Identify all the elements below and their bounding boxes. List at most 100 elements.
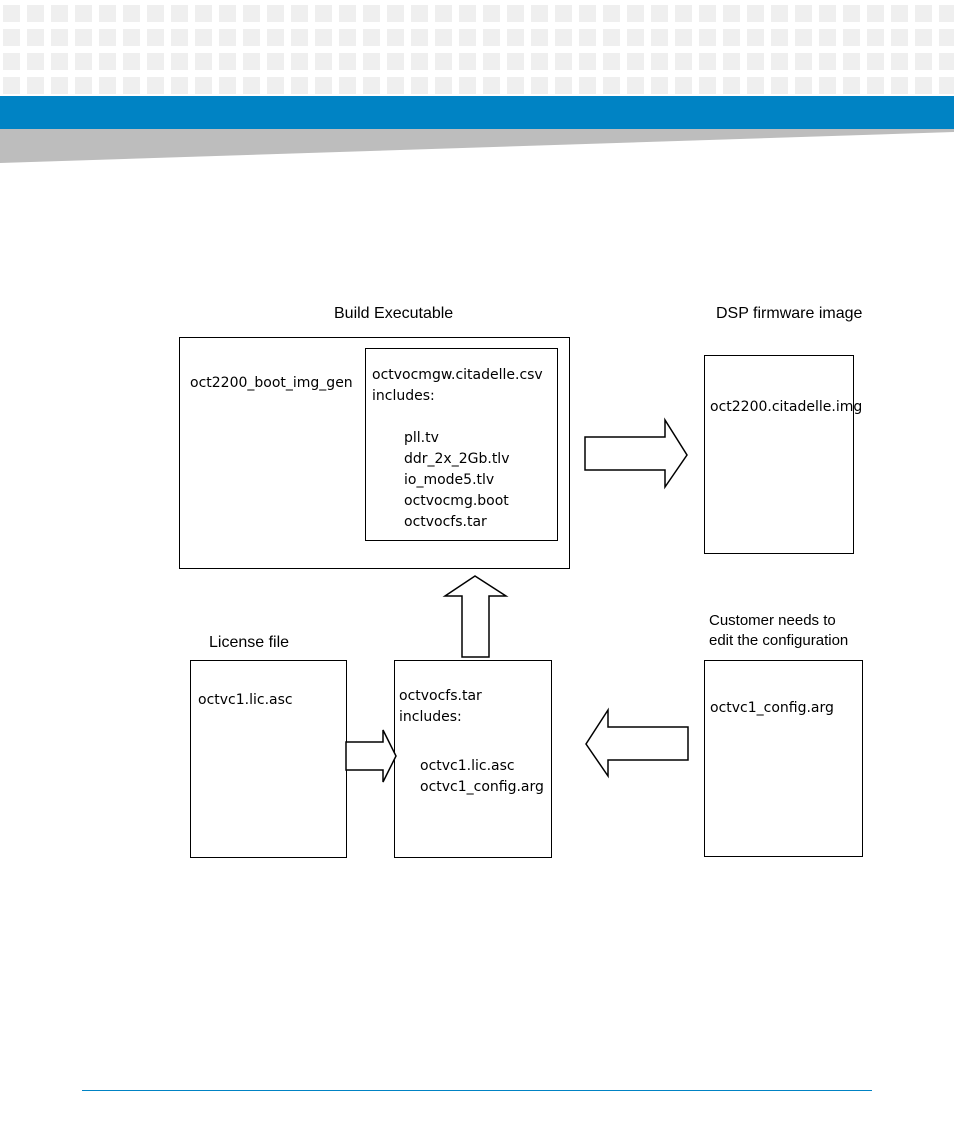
pattern-square [483,5,500,22]
pattern-square [555,5,572,22]
pattern-square [291,77,308,94]
pattern-square [723,5,740,22]
pattern-square [75,29,92,46]
pattern-square [747,5,764,22]
pattern-square [939,29,954,46]
pattern-square [723,29,740,46]
pattern-square [123,5,140,22]
csv-inner-box [365,348,558,541]
pattern-square [387,53,404,70]
pattern-square [675,77,692,94]
pattern-square [219,53,236,70]
header-square-pattern [3,5,954,94]
pattern-square [843,29,860,46]
pattern-square [411,29,428,46]
pattern-square [555,53,572,70]
pattern-square [411,53,428,70]
pattern-square [651,5,668,22]
csv-item: octvocmg.boot [404,493,509,509]
pattern-square [819,5,836,22]
pattern-square [243,5,260,22]
license-file-box [190,660,347,858]
pattern-square [699,53,716,70]
csv-item: pll.tv [404,430,439,446]
pattern-square [219,77,236,94]
pattern-square [195,53,212,70]
pattern-square [819,53,836,70]
pattern-square [147,77,164,94]
pattern-square [699,5,716,22]
pattern-square [51,77,68,94]
pattern-square [531,5,548,22]
build-executable-caption: Build Executable [334,305,454,322]
pattern-square [99,53,116,70]
pattern-square [675,5,692,22]
pattern-square [747,29,764,46]
pattern-square [483,53,500,70]
pattern-square [435,77,452,94]
pattern-square [819,77,836,94]
pattern-square [27,53,44,70]
pattern-square [459,5,476,22]
csv-item: io_mode5.tlv [404,472,495,488]
pattern-square [27,29,44,46]
pattern-square [771,5,788,22]
pattern-square [243,29,260,46]
pattern-square [147,29,164,46]
pattern-square [771,53,788,70]
pattern-square [267,5,284,22]
pattern-square [747,77,764,94]
pattern-square [843,5,860,22]
arrow-left-config-to-octvocfs [585,707,689,779]
license-file-caption: License file [209,634,290,651]
pattern-square [171,5,188,22]
pattern-square [939,5,954,22]
dsp-firmware-caption: DSP firmware image [716,305,863,322]
pattern-square [435,53,452,70]
pattern-square [363,53,380,70]
pattern-square [27,77,44,94]
pattern-square [531,77,548,94]
pattern-square [315,5,332,22]
pattern-square [99,77,116,94]
pattern-square [915,77,932,94]
octvocfs-item: octvc1_config.arg [420,779,544,795]
pattern-square [699,29,716,46]
pattern-square [867,5,884,22]
pattern-square [579,29,596,46]
pattern-square [891,53,908,70]
pattern-square [915,53,932,70]
pattern-square [723,53,740,70]
csv-includes-label: includes: [372,388,435,404]
pattern-square [795,53,812,70]
pattern-square [3,5,20,22]
pattern-square [75,53,92,70]
header-blue-band [0,96,954,129]
gray-wedge-shape [0,129,954,163]
pattern-square [771,29,788,46]
pattern-square [531,29,548,46]
pattern-square [723,77,740,94]
pattern-square [339,29,356,46]
pattern-square [267,77,284,94]
pattern-square [75,5,92,22]
pattern-square [171,77,188,94]
pattern-square [315,29,332,46]
pattern-square [915,5,932,22]
pattern-square [507,5,524,22]
header-pattern [0,0,954,96]
pattern-square [363,29,380,46]
header-gray-wedge [0,129,954,163]
pattern-square [627,77,644,94]
pattern-square [603,5,620,22]
pattern-square [339,77,356,94]
customer-caption-line1: Customer needs to [709,612,836,629]
pattern-square [603,77,620,94]
pattern-square [507,77,524,94]
pattern-square [75,77,92,94]
pattern-square [99,5,116,22]
pattern-square [123,53,140,70]
pattern-square [555,77,572,94]
octvocfs-box [394,660,552,858]
pattern-square [939,77,954,94]
